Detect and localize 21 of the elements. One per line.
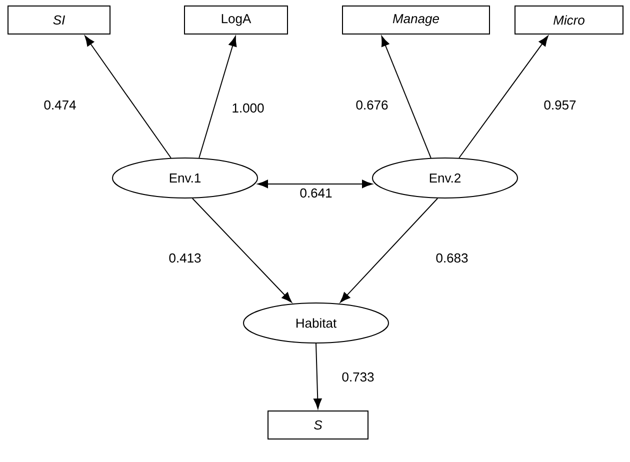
- edge-label: 0.676: [354, 99, 390, 111]
- arrow: [258, 180, 372, 188]
- arrow: [340, 198, 438, 303]
- variable-box: Micro: [514, 6, 624, 34]
- arrow: [381, 36, 432, 158]
- edge-label: 1.000: [230, 102, 266, 114]
- arrow: [198, 36, 237, 158]
- arrow: [84, 36, 172, 158]
- edge-label: 0.733: [340, 371, 376, 383]
- edge-label: 0.413: [168, 252, 202, 264]
- edge-label: 0.641: [298, 187, 334, 199]
- variable-box: S: [268, 410, 368, 440]
- variable-box: SI: [8, 6, 110, 34]
- variable-box: LogA: [184, 6, 288, 34]
- edge-label: 0.957: [542, 99, 578, 111]
- arrow: [192, 198, 292, 303]
- variable-box: Manage: [342, 6, 490, 34]
- edge-label: 0.474: [42, 99, 78, 111]
- arrow: [314, 343, 322, 409]
- edge-label: 0.683: [434, 252, 470, 264]
- arrow: [458, 36, 548, 158]
